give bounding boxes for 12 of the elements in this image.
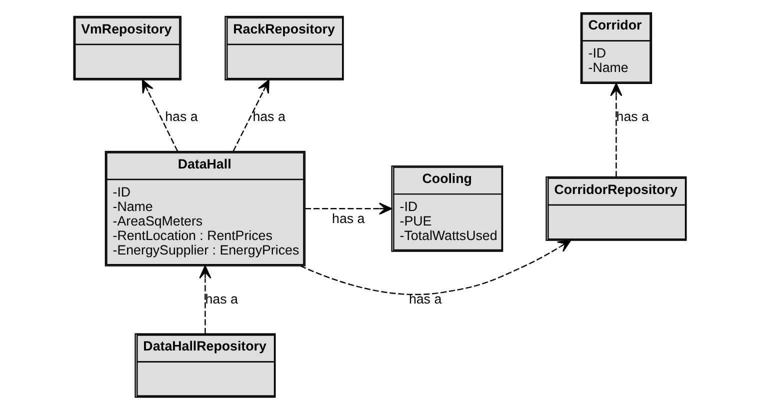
edge-label: has a <box>616 108 649 124</box>
edge-label: has a <box>252 108 286 124</box>
arrow <box>300 240 572 296</box>
arrow <box>142 79 178 152</box>
edge-label: has a <box>408 291 442 306</box>
edge-label: has a <box>205 291 238 306</box>
arrow <box>305 202 392 215</box>
edge-label: has a <box>165 108 198 124</box>
arrow <box>199 265 212 334</box>
arrow <box>610 82 622 177</box>
arrow <box>232 79 270 152</box>
edge-label: has a <box>332 210 365 226</box>
